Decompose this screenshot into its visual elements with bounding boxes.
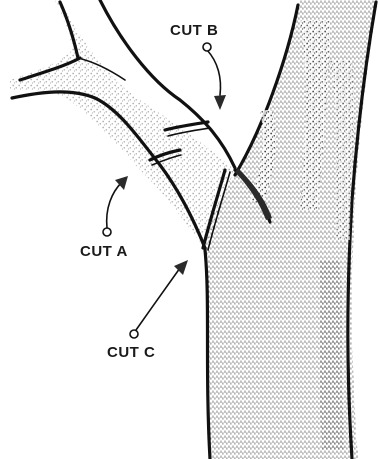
leader-cut-c	[130, 260, 188, 338]
leader-cut-a	[103, 176, 128, 236]
leader-cut-b	[203, 43, 226, 110]
cut-b-label: CUT B	[170, 22, 218, 39]
cut-c-label: CUT C	[107, 344, 155, 361]
cut-a-label: CUT A	[80, 243, 128, 260]
